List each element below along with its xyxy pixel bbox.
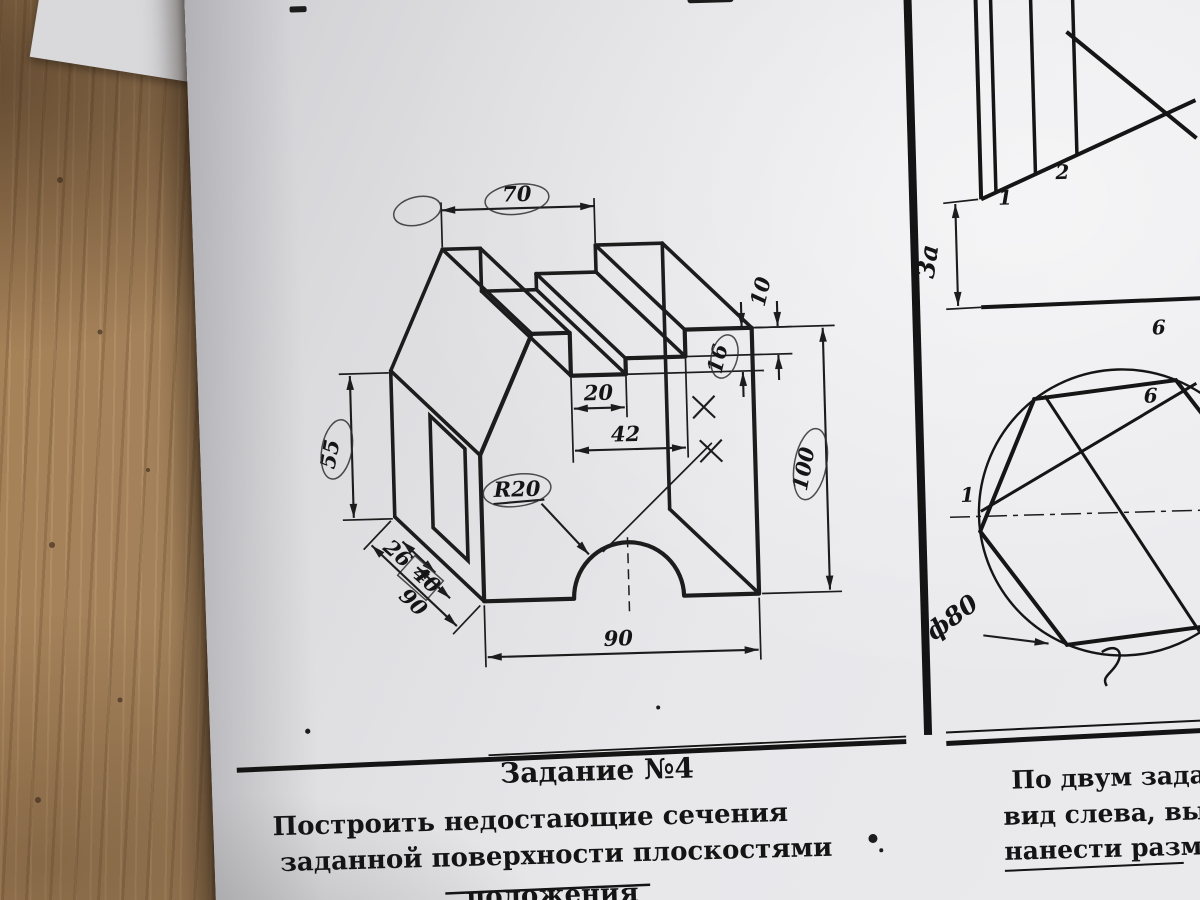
- point-label-6-lower: 6: [1143, 383, 1158, 407]
- right-task-line-3: нанести разме: [1004, 831, 1200, 866]
- dim-70: 70: [392, 181, 597, 248]
- dim-55: 55: [315, 372, 393, 522]
- right-hexagon-figure: 1 ф80: [920, 368, 1200, 687]
- dim-label-100: 100: [787, 445, 820, 493]
- stray-pencil-mark: [1101, 646, 1121, 687]
- left-task-block: Задание №4 Построить недостающие сечения…: [236, 735, 907, 900]
- dim-label-r20: R20: [492, 476, 541, 502]
- right-task-line-2: вид слева, выпо: [1003, 795, 1200, 831]
- dim-label-diameter: ф80: [920, 588, 984, 646]
- dim-label-26: 26: [378, 533, 417, 572]
- right-task-block: По двум задан вид слева, выпо нанести ра…: [945, 718, 1200, 872]
- panel-divider-line: [902, 0, 933, 736]
- part-depth-edges: [388, 241, 761, 604]
- right-task-underline: [1004, 861, 1184, 872]
- dim-r20: R20: [482, 473, 590, 556]
- point-label-1-side: 1: [960, 483, 975, 507]
- dim-label-55: 55: [315, 437, 345, 470]
- dim-3a: 3a: [911, 198, 982, 311]
- dim-label-3a: 3a: [911, 243, 945, 280]
- dim-label-20: 20: [582, 380, 613, 406]
- point-label-6-upper: 6: [1152, 315, 1167, 339]
- task-underline: [445, 883, 651, 895]
- left-face-opening: [428, 411, 470, 566]
- point-label-1: 1: [998, 185, 1013, 209]
- dim-20: 20: [570, 376, 628, 463]
- circumscribed-circle: [977, 368, 1200, 657]
- task-title: Задание №4: [500, 752, 695, 790]
- part-back-edges: [388, 241, 672, 519]
- dim-16: 16: [625, 301, 764, 397]
- dim-100: 100: [754, 324, 843, 595]
- dim-label-10: 10: [745, 274, 776, 309]
- right-task-line-1: По двум задан: [1011, 760, 1200, 795]
- dim-42: 42: [574, 358, 690, 458]
- dim-90-width: 90: [483, 597, 762, 668]
- isometric-part-figure: [388, 241, 762, 614]
- horizontal-centerline: [949, 509, 1200, 519]
- paper-specks: [289, 0, 884, 853]
- printed-content: 70 10 16: [236, 0, 1200, 900]
- point-label-2: 2: [1054, 160, 1070, 184]
- crossed-out-dimension-marks: [691, 395, 724, 463]
- notch-centerline: [626, 537, 631, 614]
- pencil-circle-mark: [392, 195, 442, 227]
- wood-specks: [35, 177, 150, 803]
- dim-label-90-width: 90: [603, 625, 633, 651]
- dim-label-42: 42: [611, 421, 641, 447]
- hexagon-outline: [977, 378, 1200, 648]
- right-top-figure: 1 2 6 6: [973, 0, 1200, 408]
- notch-diagonal-centerline: [602, 442, 713, 553]
